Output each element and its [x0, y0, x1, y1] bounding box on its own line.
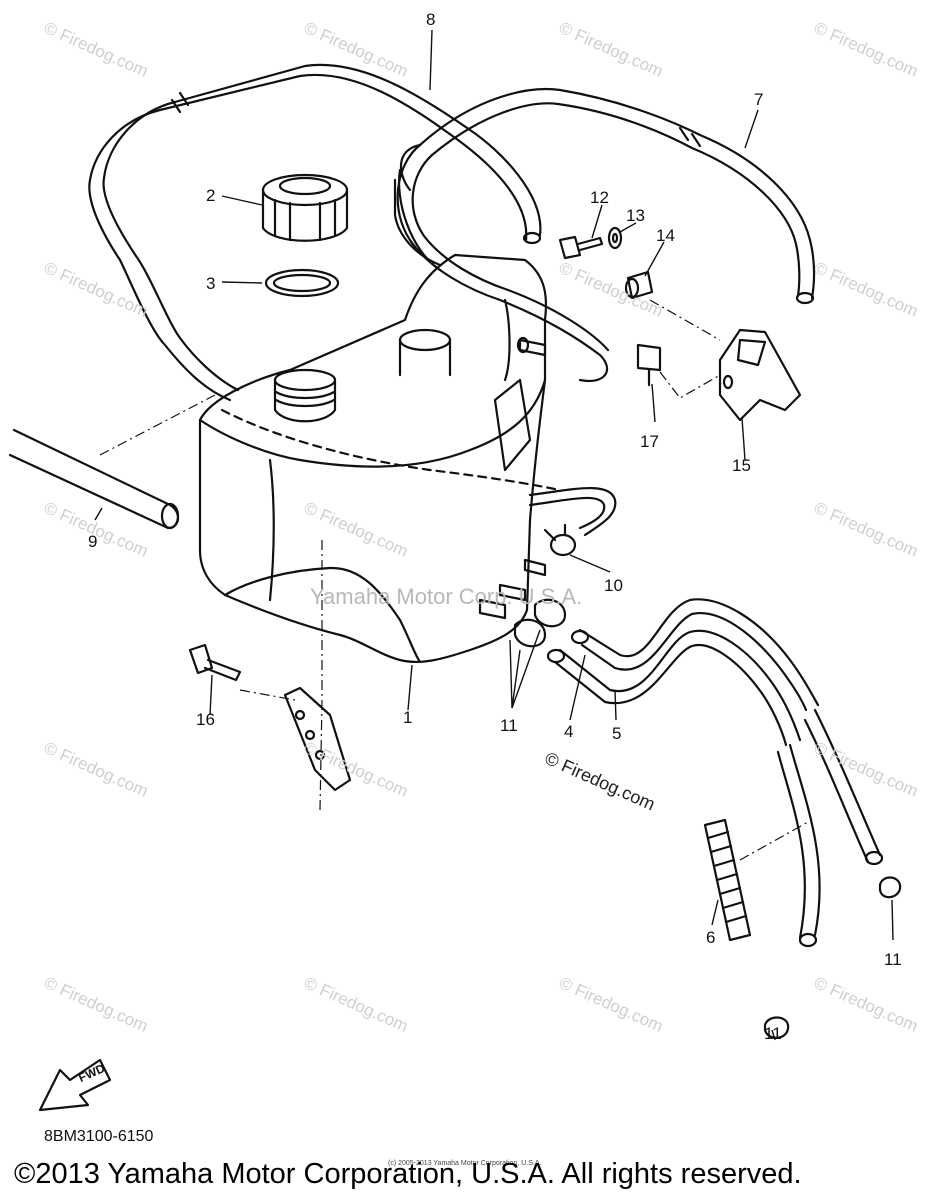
washer-13 — [607, 226, 623, 250]
hose-8 — [88, 108, 232, 402]
bolt-12 — [558, 235, 604, 260]
grommet-17 — [636, 343, 662, 372]
bolt-16 — [188, 643, 242, 682]
bracket-15 — [718, 328, 802, 422]
fwd-arrow — [38, 1058, 112, 1112]
hose-4 — [578, 598, 820, 707]
hose-7 — [418, 88, 816, 300]
callout-11: 11 — [500, 716, 518, 735]
collar-14 — [626, 270, 654, 300]
tiny-notice: (c) 2005-2013 Yamaha Motor Corporation, … — [388, 1160, 542, 1167]
callout-14: 14 — [656, 226, 675, 245]
callout-13: 13 — [626, 206, 645, 225]
callout-1: 1 — [403, 708, 413, 727]
copyright-line: ©2013 Yamaha Motor Corporation, U.S.A. A… — [14, 1158, 802, 1190]
callout-5: 5 — [612, 724, 622, 743]
callout-11: 11 — [764, 1024, 782, 1043]
tank-1 — [198, 253, 548, 664]
callout-4: 4 — [564, 722, 574, 741]
callout-11: 11 — [884, 950, 902, 969]
callout-17: 17 — [640, 432, 659, 451]
hose-5 — [558, 629, 802, 742]
callout-6: 6 — [706, 928, 716, 947]
callout-9: 9 — [88, 532, 98, 551]
center-watermark: Yamaha Motor Corp. U.S.A. — [310, 584, 583, 609]
protector-6 — [703, 818, 752, 942]
seal-3 — [264, 268, 340, 298]
callout-10: 10 — [604, 576, 623, 595]
callout-3: 3 — [206, 274, 216, 293]
callout-12: 12 — [590, 188, 609, 207]
callout-7: 7 — [754, 90, 764, 109]
part-code: 8BM3100-6150 — [44, 1128, 154, 1145]
callout-15: 15 — [732, 456, 751, 475]
hose-9 — [8, 428, 180, 530]
callout-16: 16 — [196, 710, 215, 729]
clip-10 — [549, 533, 577, 557]
callout-2: 2 — [206, 186, 216, 205]
callout-8: 8 — [426, 10, 436, 29]
